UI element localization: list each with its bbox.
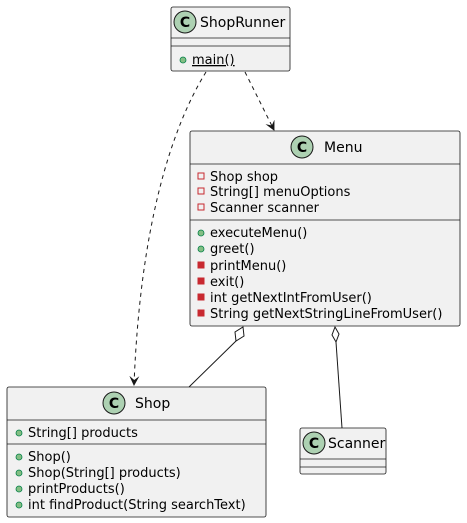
- method-findproduct: int findProduct(String searchText): [28, 498, 246, 513]
- class-badge-icon: [102, 391, 126, 415]
- class-name: Menu: [324, 140, 362, 156]
- class-badge-icon: [302, 431, 326, 455]
- class-menu[interactable]: C Menu Shop shop String[] menuOptions Sc…: [189, 130, 461, 327]
- private-marker-icon: [197, 172, 205, 180]
- public-marker-icon: [197, 229, 205, 237]
- class-box: [6, 386, 267, 518]
- public-marker-icon: [197, 245, 205, 253]
- class-badge-letter: C: [109, 396, 119, 412]
- method-main: main(): [192, 53, 235, 68]
- class-name: ShopRunner: [200, 15, 286, 31]
- method-exit: exit(): [210, 275, 244, 290]
- class-badge-icon: [290, 135, 314, 159]
- method-shop-ctor: Shop(): [28, 450, 71, 465]
- aggregation-menu-scanner: [335, 341, 343, 429]
- public-marker-icon: [179, 56, 187, 64]
- private-marker-icon: [197, 261, 205, 269]
- method-executemenu: executeMenu(): [210, 226, 307, 241]
- class-box: [170, 6, 291, 72]
- method-getnextintfromuser: int getNextIntFromUser(): [210, 291, 372, 306]
- dependency-shoprunner-menu: [244, 71, 275, 131]
- class-name: Shop: [135, 396, 170, 412]
- class-badge-icon: [173, 10, 197, 34]
- method-printmenu: printMenu(): [210, 259, 286, 274]
- public-marker-icon: [15, 453, 23, 461]
- class-shoprunner[interactable]: C ShopRunner main(): [170, 6, 291, 72]
- class-scanner[interactable]: C Scanner: [299, 427, 387, 475]
- private-marker-icon: [197, 203, 205, 211]
- private-marker-icon: [197, 293, 205, 301]
- public-marker-icon: [15, 429, 23, 437]
- aggregation-diamond-scanner: [331, 325, 340, 344]
- class-badge-letter: C: [180, 15, 190, 31]
- method-greet: greet(): [210, 242, 255, 257]
- field-menuoptions: String[] menuOptions: [210, 185, 351, 200]
- class-box: [189, 130, 461, 327]
- public-marker-icon: [15, 485, 23, 493]
- field-shop: Shop shop: [210, 170, 278, 185]
- aggregation-diamond-shop: [234, 326, 245, 342]
- public-marker-icon: [15, 469, 23, 477]
- method-printproducts: printProducts(): [28, 482, 125, 497]
- relations: [129, 71, 343, 429]
- method-getnextstringlinefromuser: String getNextStringLineFromUser(): [210, 307, 442, 322]
- public-marker-icon: [15, 501, 23, 509]
- class-badge-letter: C: [297, 140, 307, 156]
- private-marker-icon: [197, 187, 205, 195]
- class-badge-letter: C: [309, 436, 319, 452]
- dependency-shoprunner-shop: [129, 71, 207, 386]
- aggregation-menu-shop: [188, 340, 237, 388]
- private-marker-icon: [197, 309, 205, 317]
- class-shop[interactable]: C Shop String[] products Shop() Shop(Str…: [6, 386, 267, 518]
- field-products: String[] products: [28, 426, 138, 441]
- method-shop-ctor-products: Shop(String[] products): [28, 466, 181, 481]
- field-scanner: Scanner scanner: [210, 201, 320, 216]
- private-marker-icon: [197, 277, 205, 285]
- class-name: Scanner: [328, 436, 386, 452]
